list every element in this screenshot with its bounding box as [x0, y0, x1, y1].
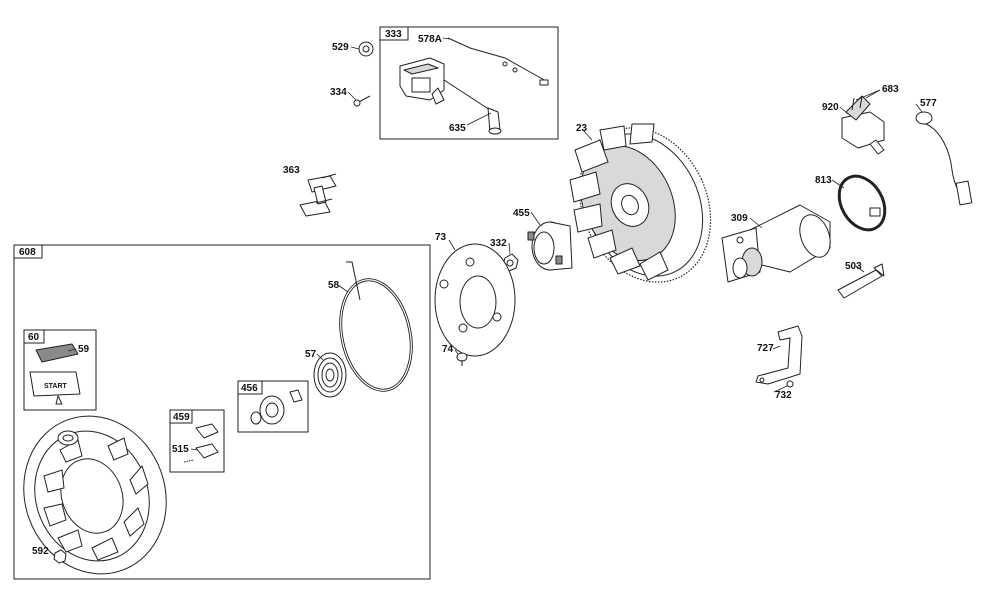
part-503-strap — [837, 263, 885, 299]
part-23-flywheel — [569, 123, 712, 283]
part-456-pulley — [250, 389, 303, 425]
label-577: 577 — [920, 98, 937, 109]
label-503: 503 — [845, 261, 862, 272]
group-box-608-label: 608 — [19, 247, 36, 258]
label-732: 732 — [775, 390, 792, 401]
group-box-459-label: 459 — [173, 412, 190, 423]
label-683: 683 — [882, 84, 899, 95]
label-455: 455 — [513, 208, 530, 219]
part-58-rope-spring — [339, 261, 413, 392]
label-73: 73 — [435, 232, 447, 243]
label-309: 309 — [731, 213, 748, 224]
handle-start-text: START — [44, 383, 68, 390]
label-363: 363 — [283, 165, 300, 176]
part-577-cable — [915, 111, 973, 206]
label-57: 57 — [305, 349, 317, 360]
part-608-starter-housing — [23, 415, 167, 575]
label-58: 58 — [328, 280, 340, 291]
label-635: 635 — [449, 123, 466, 134]
part-455-starter-cup — [527, 221, 573, 271]
part-732-screw — [786, 380, 794, 388]
group-box-333: 333 — [379, 26, 559, 140]
group-box-456-label: 456 — [241, 383, 258, 394]
label-592: 592 — [32, 546, 49, 557]
part-59-handle: START — [29, 343, 81, 405]
label-813: 813 — [815, 175, 832, 186]
part-73-screen — [434, 243, 516, 357]
label-529: 529 — [332, 42, 349, 53]
label-727: 727 — [757, 343, 774, 354]
label-334: 334 — [330, 87, 347, 98]
label-59: 59 — [78, 344, 90, 355]
label-23: 23 — [576, 123, 588, 134]
label-515: 515 — [172, 444, 189, 455]
group-box-459: 459 — [169, 409, 225, 473]
group-box-60-label: 60 — [28, 332, 40, 343]
label-332: 332 — [490, 238, 507, 249]
part-813-clamp — [837, 174, 887, 232]
group-box-333-label: 333 — [385, 29, 402, 40]
label-578A: 578A — [418, 34, 442, 45]
part-57-recoil-spring — [313, 352, 347, 398]
part-592-nut — [53, 549, 67, 564]
part-529-gear — [358, 41, 374, 57]
part-459-pawls — [183, 423, 219, 463]
part-number-labels: 529 334 578A 635 363 23 455 332 73 74 30… — [32, 34, 937, 557]
group-box-608: 608 — [13, 244, 431, 580]
part-333-armature — [399, 37, 549, 135]
part-334-screw — [353, 95, 371, 107]
part-74-bolt — [456, 352, 468, 366]
part-309-starter-motor — [721, 204, 831, 283]
part-363-bracket — [299, 173, 337, 217]
part-920-solenoid — [841, 95, 885, 155]
part-727-bracket — [755, 325, 803, 385]
label-74: 74 — [442, 344, 454, 355]
group-box-60: 60 — [23, 329, 97, 411]
label-920: 920 — [822, 102, 839, 113]
leader-lines — [49, 37, 923, 556]
group-box-456: 456 — [237, 380, 309, 433]
